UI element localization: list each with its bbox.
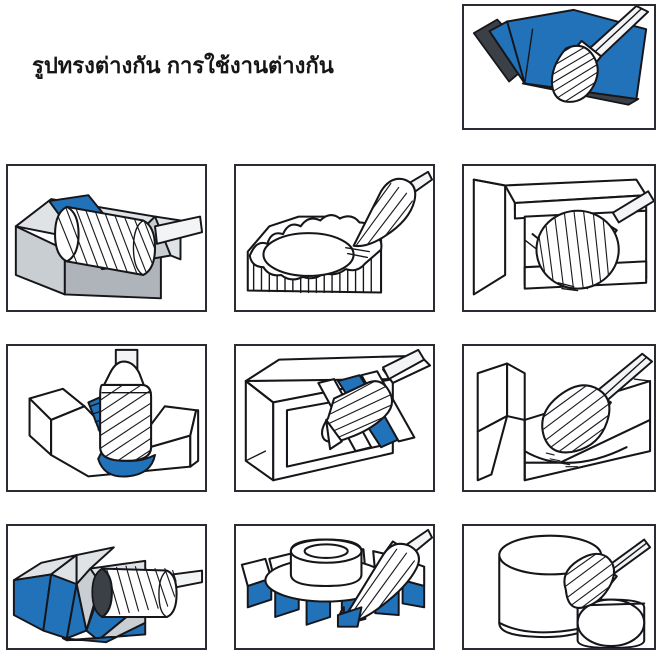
page-title: รูปทรงต่างกัน การใช้งานต่างกัน: [32, 53, 334, 78]
accent-blue-bottom: [61, 621, 147, 644]
panel-oval-burr-internal-corner: [462, 344, 656, 492]
burr-flutes: [536, 210, 610, 289]
box-left-wing: [472, 178, 507, 296]
swarf-marks: [557, 282, 579, 292]
tooth-6-blue: [401, 579, 426, 609]
illustration-cylinder-burr-slot-block: [14, 194, 204, 300]
burr-shank: [154, 215, 204, 245]
swarf-marks: [545, 452, 579, 468]
illustration-ball-burr-inner-corner: [472, 178, 654, 296]
burr-right-cap: [158, 569, 168, 618]
panel-cylinder-burr-rail-block: [6, 524, 207, 650]
burr-right-cap: [132, 219, 144, 276]
burr-shank: [611, 190, 654, 224]
illustration-tree-burr-gear-teeth: [246, 170, 433, 294]
illustration-cylinder-burr-rail-block: [12, 546, 204, 644]
shank-highlight: [610, 542, 647, 572]
illustration-cone-burr-frame-corner: [244, 348, 432, 482]
box-left-top-edge: [472, 178, 507, 187]
plate-fold-line: [524, 28, 534, 85]
panel-tree-burr-gear-hub: [234, 524, 435, 650]
burr-head-cone: [320, 380, 394, 443]
wall-left-side: [506, 362, 526, 421]
large-cylinder-bottom-edge: [498, 621, 581, 634]
burr-flutes: [100, 384, 152, 461]
illustration-oval-burr-bent-plate: [472, 6, 650, 106]
illustration-cylinder-burr-v-groove: [28, 348, 200, 478]
panel-cylinder-burr-v-groove: [6, 344, 207, 492]
shank-highlight: [593, 8, 642, 54]
burr-shank: [382, 348, 426, 381]
channel-blue-2: [65, 583, 88, 640]
illustration-oval-burr-internal-corner: [476, 352, 654, 482]
burr-collar: [101, 360, 147, 390]
burr-tip: [325, 418, 343, 451]
gusset-bottom-left: [245, 450, 267, 462]
burr-head-tree: [352, 177, 417, 248]
panel-cylinder-burr-slot-block: [6, 164, 207, 312]
burr-flutes: [55, 206, 156, 275]
shank-highlight: [602, 356, 647, 398]
base-plate-far-edge: [633, 378, 651, 382]
illustration-flame-burr-cylinder-fillet: [498, 534, 652, 648]
fillet-arc: [523, 446, 628, 464]
gear-bore: [262, 232, 355, 277]
illustration-tree-burr-gear-hub: [240, 528, 433, 628]
contact-blue-wedge: [336, 606, 363, 628]
burr-head-cylinder-radius: [99, 383, 153, 462]
tooth-1-blue: [246, 577, 273, 609]
panel-tree-burr-gear-teeth: [234, 164, 435, 312]
burr-shank: [171, 569, 204, 589]
wall-left-bottom: [476, 415, 509, 482]
small-cylinder-face: [576, 598, 646, 648]
hub-bore: [303, 543, 349, 559]
panel-oval-burr-bent-plate: [462, 4, 656, 130]
burr-left-cap: [65, 205, 80, 263]
frame-left-face: [244, 380, 275, 482]
contact-marks: [345, 247, 370, 259]
panel-ball-burr-inner-corner: [462, 164, 656, 312]
gusset-top-left: [245, 380, 265, 396]
panel-flame-burr-cylinder-fillet: [462, 524, 656, 650]
rail-right-side: [189, 409, 200, 468]
panel-cone-burr-frame-corner: [234, 344, 435, 492]
burr-flutes: [542, 385, 610, 453]
